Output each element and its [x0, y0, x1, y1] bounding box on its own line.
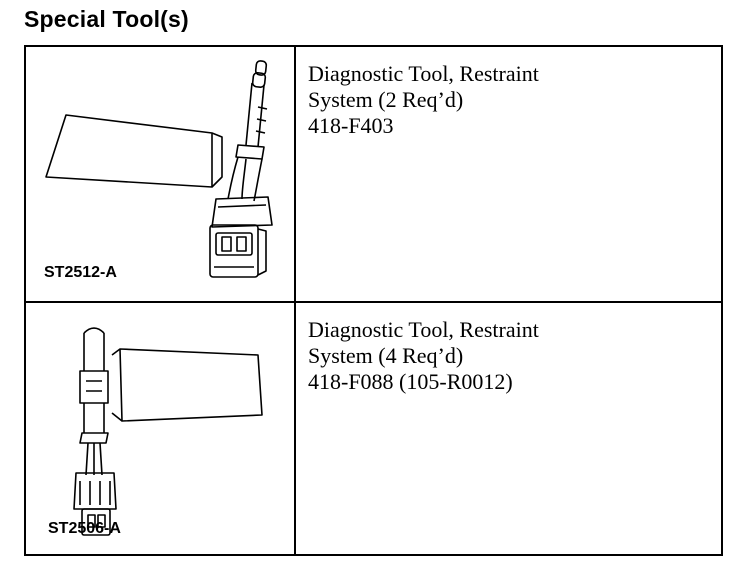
- tool-description-cell: Diagnostic Tool, Restraint System (4 Req…: [296, 303, 721, 554]
- tool-number-line: 418-F403: [308, 113, 394, 138]
- diagnostic-tool-2pin-illustration: [45, 60, 273, 278]
- tool-number-line: 418-F088 (105-R0012): [308, 369, 513, 394]
- tool-description: Diagnostic Tool, Restraint System (2 Req…: [308, 61, 539, 139]
- tool-part-code: ST2506-A: [48, 520, 121, 537]
- tool-image-cell: ST2506-A: [26, 303, 296, 554]
- tool-row: ST2506-A Diagnostic Tool, Restraint Syst…: [26, 303, 721, 554]
- tool-quantity-line: System (2 Req’d): [308, 87, 464, 112]
- tool-name-line: Diagnostic Tool, Restraint: [308, 61, 539, 86]
- tool-row: ST2512-A Diagnostic Tool, Restraint Syst…: [26, 47, 721, 303]
- tool-description-cell: Diagnostic Tool, Restraint System (2 Req…: [296, 47, 721, 301]
- tool-part-code: ST2512-A: [44, 264, 117, 281]
- tool-description: Diagnostic Tool, Restraint System (4 Req…: [308, 317, 539, 395]
- special-tools-table: ST2512-A Diagnostic Tool, Restraint Syst…: [24, 45, 723, 556]
- tool-image-cell: ST2512-A: [26, 47, 296, 301]
- tool-name-line: Diagnostic Tool, Restraint: [308, 317, 539, 342]
- diagnostic-tool-4pin-illustration: [73, 327, 263, 536]
- page-title: Special Tool(s): [24, 6, 189, 32]
- tool-quantity-line: System (4 Req’d): [308, 343, 464, 368]
